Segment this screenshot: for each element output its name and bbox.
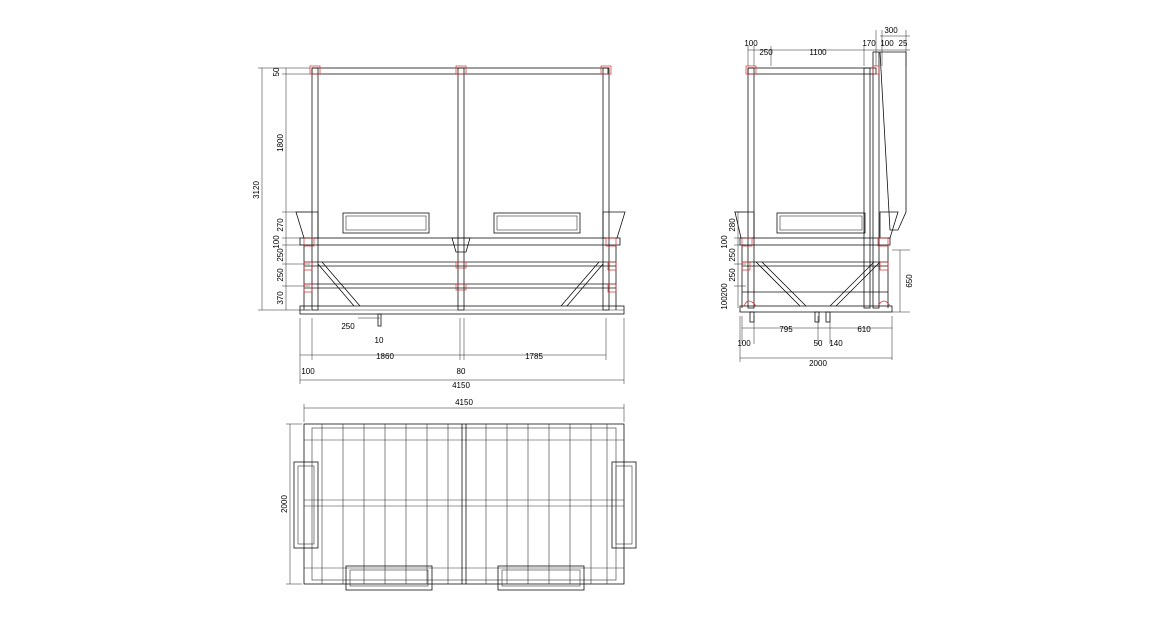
front-width-label-1: 100	[301, 367, 315, 376]
front-brace-left-b	[321, 261, 361, 307]
side-right-label: 650	[905, 274, 914, 288]
side-under-label-1: 100	[737, 339, 751, 348]
front-width-label-3: 80	[457, 367, 466, 376]
side-foot-3	[825, 311, 831, 323]
side-under-label-3: 140	[829, 339, 843, 348]
plan-outer	[303, 423, 625, 585]
side-left-label-5: 100	[720, 296, 729, 310]
side-top-label-5: 100	[880, 39, 894, 48]
front-top-rail	[311, 67, 609, 75]
side-post-rear	[872, 51, 880, 309]
front-post-cap-left	[309, 65, 321, 75]
front-handle-left-inner	[345, 215, 427, 231]
plan-handle-bottom-right	[497, 565, 585, 591]
front-brace-left-a	[317, 263, 355, 307]
side-under-label-2: 50	[814, 339, 823, 348]
front-foot-label-2: 10	[375, 336, 384, 345]
front-height-label-5: 250	[276, 248, 285, 262]
front-handle-right-inner	[496, 215, 578, 231]
side-left-label-3: 250	[728, 248, 737, 262]
side-top-label-6: 25	[899, 39, 908, 48]
front-red-detail-2	[605, 237, 617, 247]
side-overall-label: 2000	[809, 359, 827, 368]
side-top-label-2: 250	[759, 48, 773, 57]
front-width-label-2: 1860	[376, 352, 394, 361]
front-height-label-3: 270	[276, 218, 285, 232]
side-base	[739, 305, 893, 313]
plan-handle-bottom-left	[345, 565, 433, 591]
front-center-connector	[451, 237, 471, 253]
plan-handle-right	[611, 461, 637, 549]
side-bottom-label-1: 795	[779, 325, 793, 334]
front-red-detail-3	[303, 261, 313, 271]
front-view: 50 1800 270 100 250 250 370 3120 250 10 …	[252, 65, 626, 390]
side-left-label-2: 100	[720, 235, 729, 249]
side-beam-top	[739, 237, 891, 246]
plan-slats	[321, 424, 608, 584]
front-brace-right-b	[560, 261, 600, 307]
plan-width-label: 4150	[455, 398, 473, 407]
side-top-extra-label: 300	[884, 26, 898, 35]
front-height-label-1: 50	[272, 67, 281, 76]
side-left-label-4: 250	[728, 268, 737, 282]
side-foot-2	[814, 311, 820, 323]
front-total-height-label: 3120	[252, 181, 261, 199]
front-post-cap-right	[600, 65, 612, 75]
side-top-label-1: 100	[744, 39, 758, 48]
front-post-left	[311, 67, 319, 311]
front-foot	[377, 313, 382, 327]
front-height-label-6: 250	[276, 268, 285, 282]
front-foot-label-1: 250	[341, 322, 355, 331]
front-red-detail-5	[303, 283, 313, 293]
side-bottom-label-2: 610	[857, 325, 871, 334]
plan-view: 4150 2000	[280, 398, 637, 591]
plan-handle-left	[293, 461, 319, 549]
front-post-right	[602, 67, 610, 311]
front-handle-left	[342, 212, 430, 234]
side-top-label-4: 170	[862, 39, 876, 48]
front-height-label-2: 1800	[276, 134, 285, 152]
side-view: 100 250 1100 170 100 25 300 280 100 250 …	[720, 26, 914, 368]
front-overall-label: 4150	[452, 381, 470, 390]
front-bracket-right	[602, 211, 626, 239]
front-red-detail-4	[607, 261, 617, 271]
side-left-label-1: 280	[728, 218, 737, 232]
plan-inner	[311, 427, 617, 581]
front-red-detail-7	[455, 261, 467, 269]
front-red-detail-6	[607, 283, 617, 293]
side-top-rail	[747, 67, 877, 75]
front-height-label-4: 100	[272, 235, 281, 249]
front-bracket-left	[295, 211, 319, 239]
side-left-label-6: 200	[720, 283, 729, 297]
side-top-label-3: 1100	[809, 48, 827, 57]
front-beam-top	[299, 237, 621, 246]
side-handle	[776, 212, 866, 234]
plan-height-label: 2000	[280, 495, 289, 513]
front-post-middle	[457, 67, 465, 311]
side-cap-left	[745, 65, 757, 75]
side-post-right	[863, 67, 871, 309]
front-red-detail-8	[455, 283, 467, 291]
front-height-label-7: 370	[276, 291, 285, 305]
side-foot-1	[749, 311, 755, 323]
front-width-label-4: 1785	[525, 352, 543, 361]
side-post-left	[747, 67, 755, 309]
side-handle-inner	[779, 215, 863, 231]
side-rear-panel	[879, 51, 907, 231]
front-handle-right	[493, 212, 581, 234]
front-post-cap-middle	[455, 65, 467, 75]
front-brace-right-a	[566, 263, 604, 307]
